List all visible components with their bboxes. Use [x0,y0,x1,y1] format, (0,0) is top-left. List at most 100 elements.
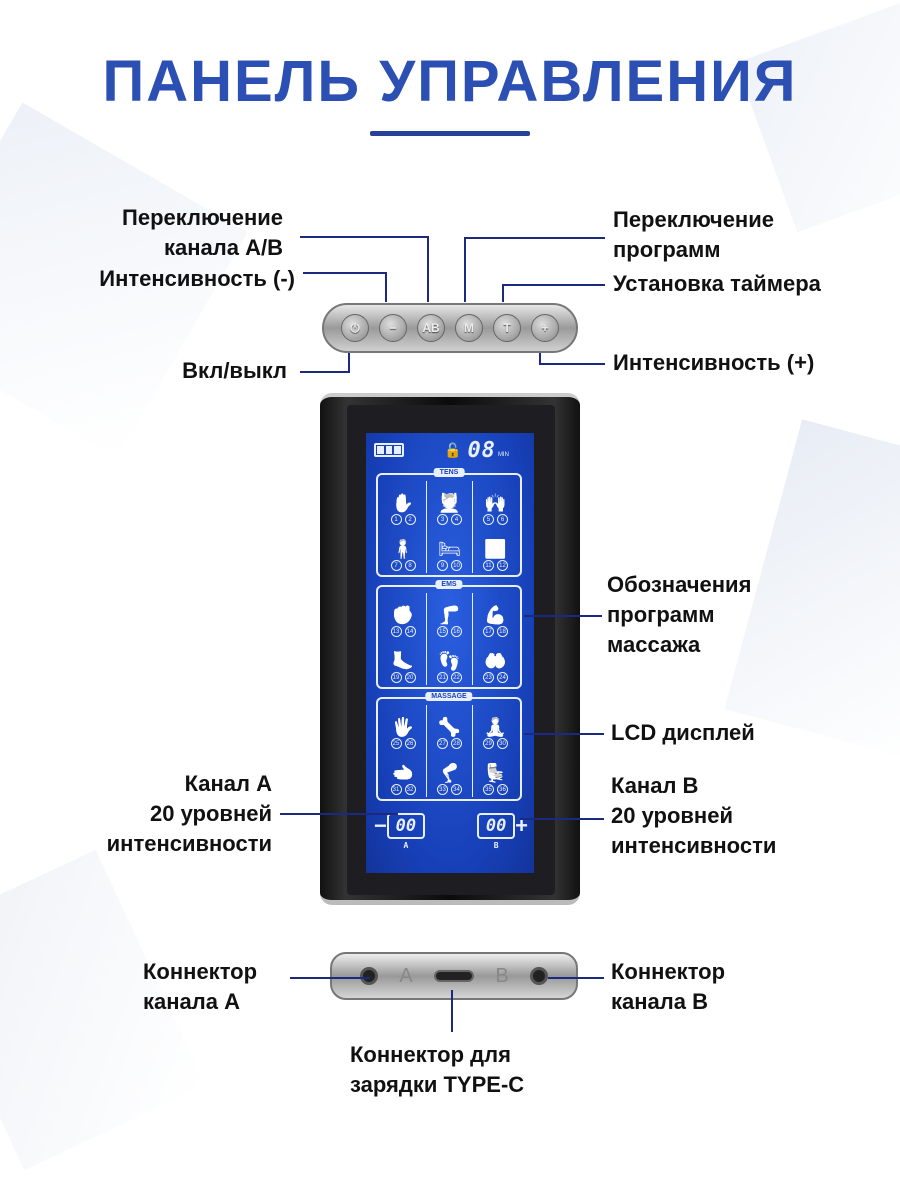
program-number: 25 [390,738,402,749]
callout-line [280,813,398,815]
callout-line [502,284,504,302]
massage-pictogram-icon: 💺 [484,763,507,783]
program-number: 24 [497,672,508,683]
program-number: 35 [483,784,494,795]
massage-pictogram-icon: 🧍 [391,539,415,559]
channel-a-jack[interactable] [360,967,378,985]
program-number: 22 [451,672,462,683]
minus-sign: − [374,813,387,838]
program-number: 28 [451,738,462,749]
callout-line [539,363,605,365]
section-tag: MASSAGE [425,692,473,701]
callout-line [348,352,350,372]
timer-button[interactable]: T [493,314,521,342]
callout-line [427,236,429,302]
connector-panel: A B [330,952,578,1000]
intensity-plus-button[interactable]: + [531,314,559,342]
unlock-icon: 🔓 [444,441,462,458]
battery-icon [374,443,404,457]
massage-pictogram-icon: 🤲 [484,651,507,671]
program-number: 32 [404,784,416,795]
usb-c-port[interactable] [434,970,474,982]
channel-switch-button[interactable]: AB [417,314,445,342]
intensity-minus-button[interactable]: − [379,314,407,342]
program-number: 16 [451,626,462,637]
power-button[interactable]: ⏻ [341,314,369,342]
program-number: 11 [483,560,494,571]
callout-line [502,284,605,286]
channel-a-mark: A [399,964,413,987]
callout-line [548,977,604,979]
program-number: 5 [483,514,494,525]
background-shape [735,0,900,233]
massage-pictogram-icon: ✋ [391,493,415,513]
program-number: 19 [390,672,402,683]
massage-pictogram-icon: 🖐 [391,717,415,737]
callout-line [300,371,350,373]
program-number: 26 [404,738,416,749]
program-number: 14 [404,626,416,637]
callout-line [539,352,541,364]
massage-pictogram-icon: 🧘 [484,717,507,737]
title-underline [370,131,530,136]
program-number: 12 [497,560,508,571]
massage-pictogram-icon: ✊ [391,605,415,625]
callout-line [524,615,602,617]
program-number: 17 [483,626,494,637]
massage-pictogram-icon: 👣 [438,651,461,671]
program-number: 3 [437,514,448,525]
callout-line [300,236,429,238]
mode-button[interactable]: M [455,314,483,342]
program-number: 34 [451,784,462,795]
label-timer: Установка таймера [613,271,821,296]
program-number: 13 [390,626,402,637]
program-number: 20 [404,672,416,683]
program-number: 10 [451,560,462,571]
program-number: 30 [497,738,508,749]
callout-line [524,733,604,735]
section-tag: EMS [435,580,463,589]
callout-line [451,990,453,1032]
callout-line [303,272,387,274]
label-lcd: LCD дисплей [611,720,755,745]
callout-line [520,818,604,820]
massage-pictogram-icon: 💪 [484,605,507,625]
page-title: ПАНЕЛЬ УПРАВЛЕНИЯ [102,49,798,114]
callout-line [290,977,370,979]
label-power: Вкл/выкл [182,358,287,383]
program-number: 18 [497,626,508,637]
plus-sign: + [515,813,528,838]
button-panel: ⏻ − AB M T + [322,303,578,353]
channel-b-mark: B [495,964,509,987]
channel-b-jack[interactable] [530,967,548,985]
program-number: 21 [437,672,448,683]
program-number: 23 [483,672,494,683]
program-number: 2 [404,514,416,525]
program-number: 9 [437,560,448,571]
program-number: 7 [390,560,402,571]
program-number: 33 [437,784,448,795]
callout-line [464,237,605,239]
